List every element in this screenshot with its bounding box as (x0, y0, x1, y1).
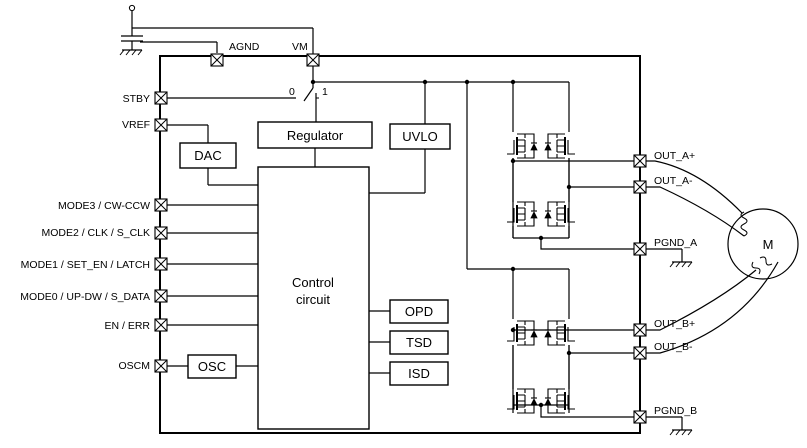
pin-label-mode0: MODE0 / UP-DW / S_DATA (20, 291, 150, 303)
pin-box-out-b-plus (633, 323, 647, 337)
pgnd-b-ground (646, 416, 693, 436)
pin-box-vm (306, 53, 320, 67)
h-bridge-b-ls-right (544, 388, 575, 414)
pin-box-pgnd-a (633, 242, 647, 256)
pin-label-pgnd-b: PGND_B (654, 405, 697, 417)
pin-box-oscm (154, 359, 168, 373)
control-circuit-label-2: circuit (296, 292, 330, 307)
pin-label-en: EN / ERR (104, 320, 150, 332)
pin-box-mode3 (154, 198, 168, 212)
stepper-motor (646, 160, 799, 354)
pin-label-out-a-minus: OUT_A- (654, 175, 693, 187)
h-bridge-b-hs-right (544, 320, 575, 346)
tsd-label: TSD (406, 335, 432, 350)
regulator-label: Regulator (287, 128, 344, 143)
h-bridge-b-ls-left (507, 388, 538, 414)
pin-label-stby: STBY (123, 93, 150, 105)
h-bridge-a (507, 82, 634, 250)
osc-label: OSC (198, 359, 226, 374)
h-bridge-a-hs-right (544, 133, 575, 159)
opd-label: OPD (405, 304, 433, 319)
pin-label-mode2: MODE2 / CLK / S_CLK (41, 227, 150, 239)
control-input-wires (167, 204, 258, 367)
h-bridge-a-ls-right (544, 201, 575, 227)
osc-block: OSC (187, 354, 237, 379)
h-bridge-b (507, 269, 634, 418)
opd-block: OPD (389, 299, 449, 324)
pin-label-oscm: OSCM (119, 360, 151, 372)
isd-label: ISD (408, 366, 430, 381)
switch-pos-0: 0 (289, 86, 295, 98)
agnd-ground (140, 41, 218, 53)
pin-box-out-a-plus (633, 154, 647, 168)
pin-label-out-a-plus: OUT_A+ (654, 150, 695, 162)
control-circuit-label-1: Control (292, 275, 334, 290)
pin-label-mode1: MODE1 / SET_EN / LATCH (21, 259, 150, 271)
uvlo-label: UVLO (402, 129, 437, 144)
pin-label-vref: VREF (122, 119, 150, 131)
pin-box-en (154, 318, 168, 332)
dac-block: DAC (179, 142, 237, 169)
pin-label-agnd: AGND (229, 41, 260, 53)
pin-box-out-a-minus (633, 180, 647, 194)
pin-box-pgnd-b (633, 410, 647, 424)
dac-label: DAC (194, 148, 221, 163)
uvlo-block: UVLO (389, 123, 451, 150)
motor-label: M (763, 237, 774, 252)
pin-label-out-b-minus: OUT_B- (654, 341, 693, 353)
pin-box-out-b-minus (633, 346, 647, 360)
pin-label-mode3: MODE3 / CW-CCW (58, 200, 150, 212)
supply-capacitor (119, 4, 313, 56)
pin-box-agnd (210, 53, 224, 67)
pin-box-vref (154, 118, 168, 132)
pin-box-mode0 (154, 289, 168, 303)
tsd-block: TSD (389, 330, 449, 355)
pin-box-mode2 (154, 226, 168, 240)
pin-label-vm: VM (292, 41, 308, 53)
h-bridges (507, 82, 634, 418)
switch-pos-1: 1 (322, 86, 328, 98)
pgnd-a-ground (646, 248, 693, 268)
isd-block: ISD (389, 361, 449, 386)
control-circuit-block: Control circuit (257, 166, 370, 430)
pin-label-out-b-plus: OUT_B+ (654, 318, 695, 330)
h-bridge-a-hs-left (507, 133, 538, 159)
vm-bus (310, 28, 569, 272)
pin-box-stby (154, 91, 168, 105)
h-bridge-a-ls-left (507, 201, 538, 227)
regulator-block: Regulator (257, 121, 373, 149)
standby-switch (167, 82, 319, 122)
pin-box-mode1 (154, 257, 168, 271)
pin-label-pgnd-a: PGND_A (654, 237, 697, 249)
h-bridge-b-hs-left (507, 320, 538, 346)
